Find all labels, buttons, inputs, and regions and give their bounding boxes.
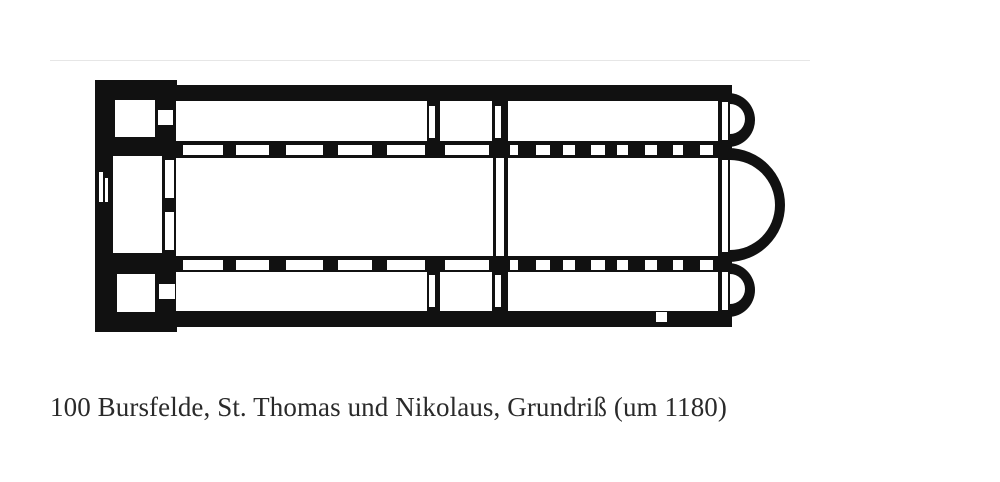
crossing-slot	[495, 275, 501, 307]
southwest-tower-room	[117, 274, 155, 312]
west-arch-opening	[165, 160, 174, 198]
south-transept-bay	[440, 272, 492, 311]
crossing-slot	[495, 106, 501, 138]
east-opening-main	[722, 160, 728, 252]
nave-west	[176, 157, 493, 257]
east-opening-north	[722, 102, 728, 140]
main-apse-interior	[730, 160, 775, 250]
north-aisle-west	[176, 101, 427, 141]
south-wall-opening	[656, 312, 667, 322]
northwest-tower-room	[115, 100, 155, 137]
west-portal-slot	[99, 172, 103, 202]
west-hall	[113, 156, 162, 253]
crossing-slot	[429, 106, 435, 138]
crossing-arch	[496, 157, 504, 257]
north-arcade	[183, 145, 713, 155]
choir	[508, 157, 718, 257]
south-aisle-east	[508, 272, 718, 311]
northwest-niche	[158, 110, 173, 125]
north-aisle-east	[508, 101, 718, 141]
south-apse-interior	[730, 274, 745, 304]
west-arch-opening	[165, 212, 174, 250]
west-portal-slot	[105, 178, 108, 202]
scan-edge-line	[50, 60, 810, 61]
south-arcade	[183, 260, 713, 270]
east-opening-south	[722, 272, 728, 310]
crossing-slot	[429, 275, 435, 307]
figure-caption: 100 Bursfelde, St. Thomas und Nikolaus, …	[50, 392, 727, 422]
south-aisle-west	[176, 272, 427, 311]
southwest-niche	[159, 284, 175, 299]
north-transept-bay	[440, 101, 492, 141]
north-apse-interior	[730, 104, 745, 134]
